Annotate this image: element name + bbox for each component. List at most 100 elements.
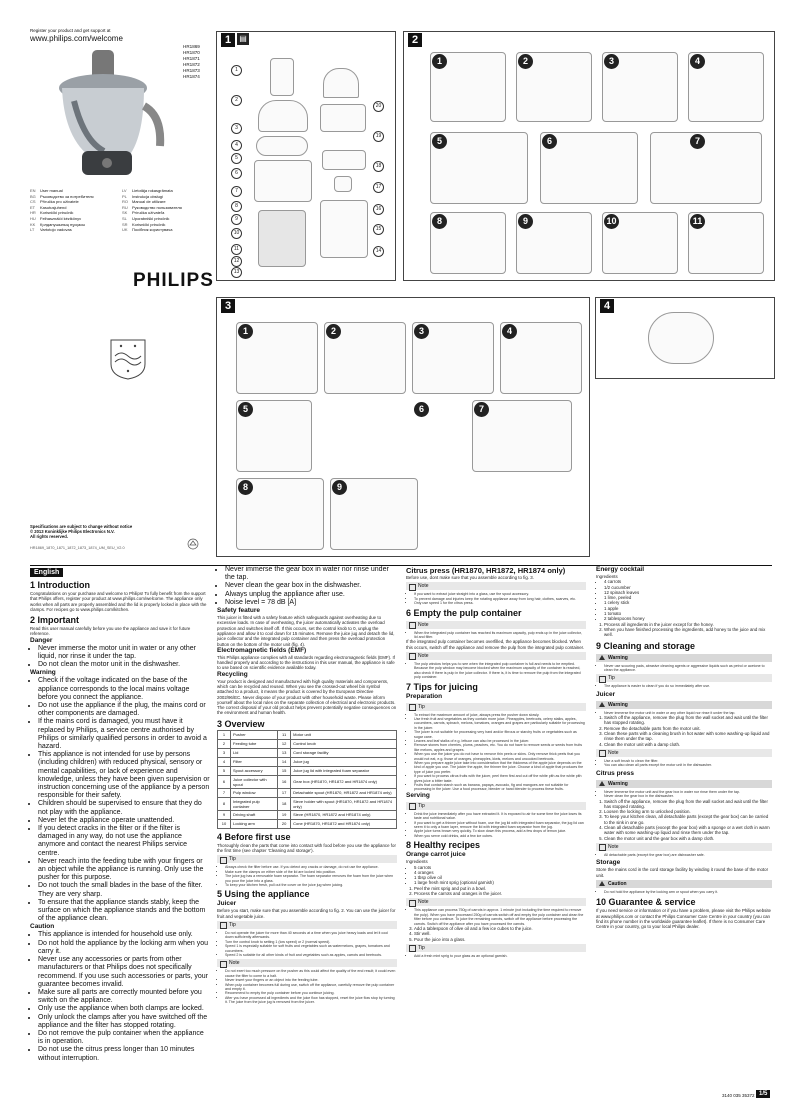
column-4: Energy cocktail Ingredients 4 carrots1/2…	[596, 566, 772, 930]
s9-tip: The appliance is easier to clean if you …	[596, 684, 772, 688]
note-bar: Note	[406, 898, 586, 907]
orange-note: This appliance can process 750g of carro…	[406, 908, 586, 926]
note-bar: Note	[406, 582, 586, 591]
sieve-holder-illustration	[322, 150, 366, 170]
philips-wordmark: PHILIPS	[133, 270, 214, 291]
storage-caution: Do not hold the appliance by the locking…	[596, 890, 772, 894]
spec-notice: Specifications are subject to change wit…	[30, 524, 133, 540]
tip-bar: Tip	[217, 855, 397, 864]
column-3: Citrus press (HR1870, HR1872, HR1874 onl…	[406, 566, 586, 958]
section-2-intro: Read this user manual carefully before y…	[30, 626, 191, 637]
tip-4-list: Always check the filter before use. If y…	[217, 865, 397, 887]
welcome-url[interactable]: www.philips.com/welcome	[30, 34, 123, 43]
serving-subheading: Serving	[406, 791, 430, 799]
citrus-press-body: Before use, dont make sure that you asse…	[406, 575, 534, 580]
motor-unit-illustration	[258, 210, 306, 267]
column-2: Never immerse the gear box in water nor …	[217, 566, 397, 1005]
citrus-note: All detachable parts (except the gear bo…	[596, 853, 772, 857]
model: HR1874	[183, 74, 200, 79]
storage-subheading: Storage	[596, 859, 621, 867]
overload-button-illustration	[648, 312, 714, 364]
tip-5-list: Do not operate the juicer for more than …	[217, 931, 397, 957]
orange-steps-2: Add a tablespoon of olive oil and a few …	[406, 926, 586, 942]
citrus-warning: Never immerse the motor unit and the gea…	[596, 790, 772, 799]
figure-3-label: 3	[221, 299, 235, 313]
section-divider	[30, 565, 772, 566]
tip-bar: Tip	[406, 801, 586, 811]
note-bar: Note	[406, 620, 586, 630]
tip-bar: Tip	[406, 943, 586, 953]
model-list: HR1869 HR1870 HR1871 HR1872 HR1873 HR187…	[183, 44, 200, 80]
caution-bar: Caution	[596, 879, 772, 888]
danger-list: Never immerse the motor unit in water or…	[30, 645, 210, 670]
section-9-title: 9 Cleaning and storage	[596, 640, 696, 651]
juicer-clean-subheading: Juicer	[596, 690, 616, 698]
orange-ingredients: 5 carrots4 oranges 1 tbsp olive oil1 lar…	[406, 865, 586, 886]
recycling-body: Your product is designed and manufacture…	[217, 678, 397, 716]
section-10-title: 10 Guarantee & service	[596, 897, 696, 908]
section-8-title: 8 Healthy recipes	[406, 840, 481, 851]
danger-heading: Danger	[30, 636, 53, 644]
juicer-body: Before you start, make sure that you ass…	[217, 908, 396, 919]
product-photo	[44, 46, 174, 181]
model: HR1873	[183, 68, 200, 73]
filter-illustration	[256, 136, 308, 156]
footer-code: 3140 035 35372	[722, 1093, 755, 1098]
ingredients-label: Ingredients	[406, 859, 428, 865]
spout-illustration	[334, 176, 352, 192]
register-text: Register your product and get support at	[30, 28, 111, 33]
pulp-container-illustration	[254, 160, 312, 202]
philips-shield-logo	[107, 336, 149, 380]
note-bar: Note	[406, 651, 586, 661]
preparation-tips: To extract the maximum amount of juice, …	[406, 713, 586, 792]
serving-tips: Drink the juice immediately after you ha…	[406, 812, 586, 838]
safety-body: This juicer is fitted with a safety feat…	[217, 615, 395, 647]
warning-heading: Warning	[30, 669, 56, 677]
cone-illustration	[323, 68, 359, 98]
storage-body: Store the mains cord in the cord storage…	[596, 867, 769, 878]
juicer-subheading: Juicer	[217, 900, 237, 908]
warning-bar: Warning	[596, 700, 772, 709]
section-6-body: If the integrated pulp container becomes…	[406, 639, 585, 650]
ingredients-label: Ingredients	[596, 574, 618, 579]
section-4-title: 4 Before first use	[217, 831, 291, 842]
note-bar: Note	[217, 959, 397, 968]
book-icon: ▤	[237, 33, 249, 45]
s6-note-2: The pulp window helps you to see when th…	[406, 662, 586, 680]
column-1: 1 Introduction Congratulations on your p…	[30, 580, 210, 1063]
energy-ingredients: 4 carrots1/2 cucumber 12 spinach leaves1…	[596, 579, 772, 621]
section-2-title: 2 Important	[30, 615, 80, 626]
safety-title: Safety feature	[217, 607, 260, 615]
figure-1-frame	[216, 31, 396, 281]
tip-bar: Tip	[217, 920, 397, 930]
juicer-warning: Never immerse the motor unit in water or…	[596, 711, 772, 715]
pusher-illustration	[270, 58, 294, 96]
section-5-title: 5 Using the appliance	[217, 889, 310, 900]
orange-tip: Add a fresh mint sprig to your glass as …	[406, 954, 586, 958]
section-7-title: 7 Tips for juicing	[406, 681, 478, 692]
language-heading: English	[30, 568, 64, 577]
tip-bar: Tip	[406, 702, 586, 712]
figure-2-label: 2	[408, 33, 422, 47]
s6-note: When the integrated pulp container has r…	[406, 631, 586, 640]
section-10-body: If you need service or information or if…	[596, 908, 771, 930]
section-1-title: 1 Introduction	[30, 580, 90, 590]
page-number: 1/5	[756, 1090, 771, 1098]
emf-title: Electromagnetic fields (EMF)	[217, 646, 307, 654]
